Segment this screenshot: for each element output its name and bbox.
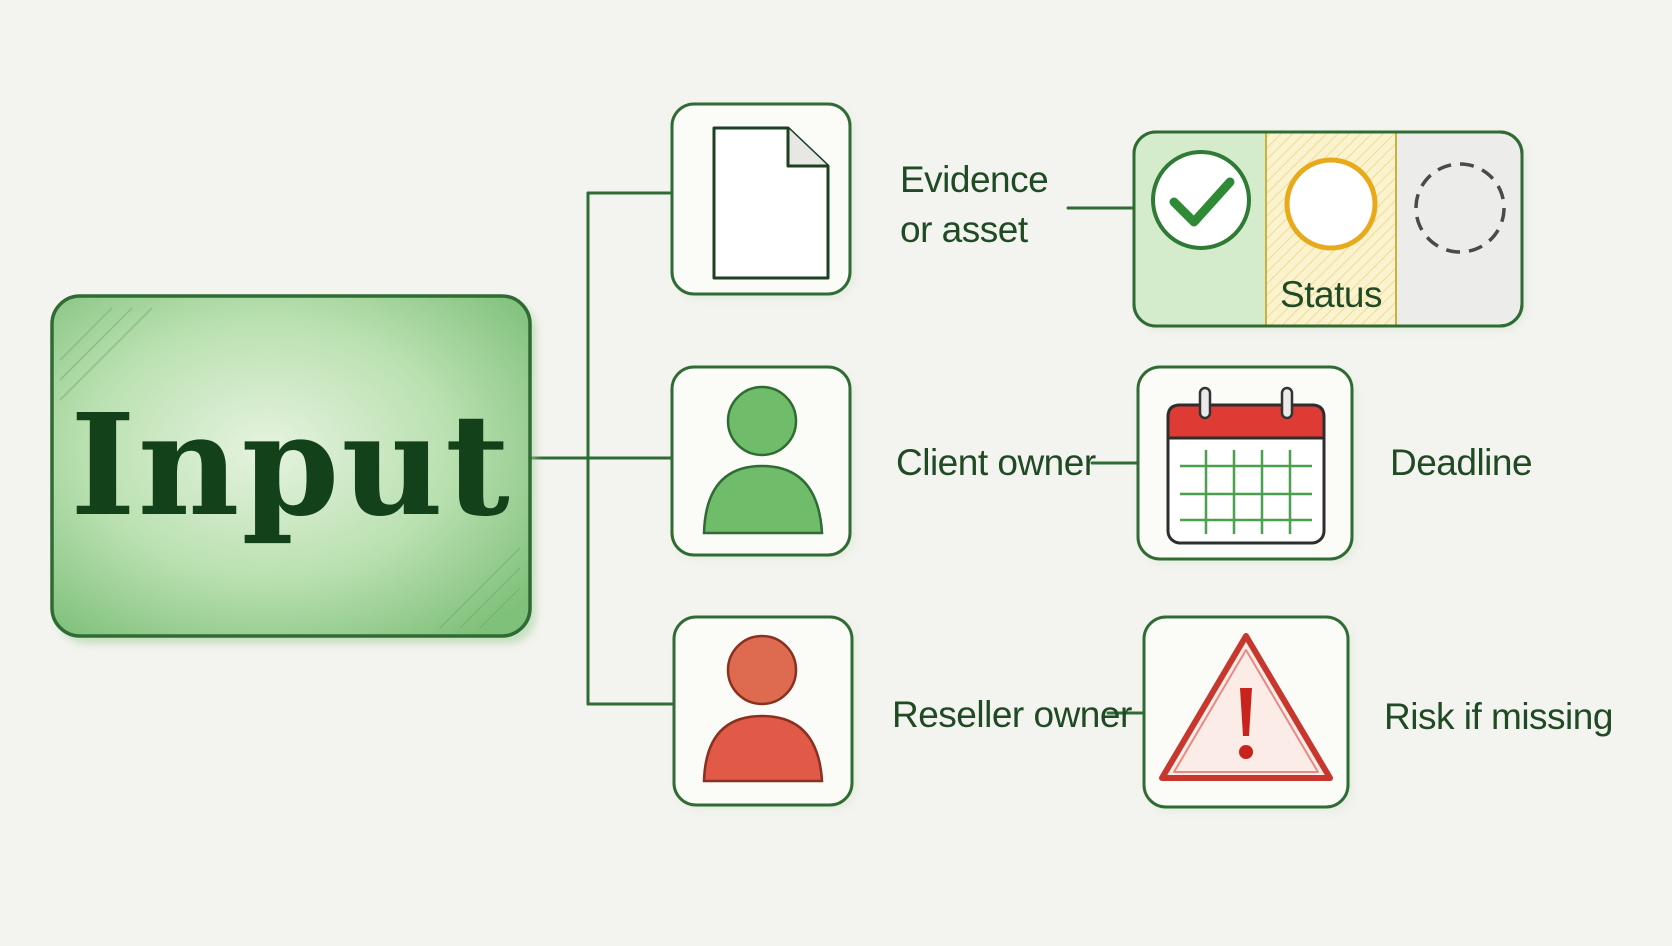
evidence-label-line-2: or asset	[900, 209, 1028, 250]
branch-box-reseller-owner	[672, 615, 856, 809]
document-icon	[712, 126, 830, 280]
calendar-box	[1136, 365, 1356, 563]
warning-box	[1142, 615, 1352, 811]
risk-label: Risk if missing	[1384, 696, 1613, 737]
empty-circle-icon	[1284, 157, 1378, 251]
branch-box-evidence	[670, 102, 854, 298]
calendar-icon	[1166, 386, 1326, 545]
connector-lines	[530, 191, 1146, 715]
client-owner-label: Client owner	[896, 442, 1096, 483]
root-node	[50, 294, 536, 644]
warning-icon	[1159, 633, 1333, 781]
evidence-label-line-1: Evidence	[900, 159, 1049, 200]
deadline-label: Deadline	[1390, 442, 1533, 483]
root-node-label: Input	[70, 384, 512, 548]
check-circle-icon	[1151, 150, 1251, 250]
status-indicator	[1132, 130, 1526, 330]
person-icon	[702, 634, 824, 783]
dashed-circle-icon	[1414, 162, 1506, 254]
reseller-owner-label: Reseller owner	[892, 694, 1132, 735]
branch-box-client-owner	[670, 365, 854, 559]
status-label: Status	[1280, 274, 1382, 315]
person-icon	[702, 385, 824, 535]
